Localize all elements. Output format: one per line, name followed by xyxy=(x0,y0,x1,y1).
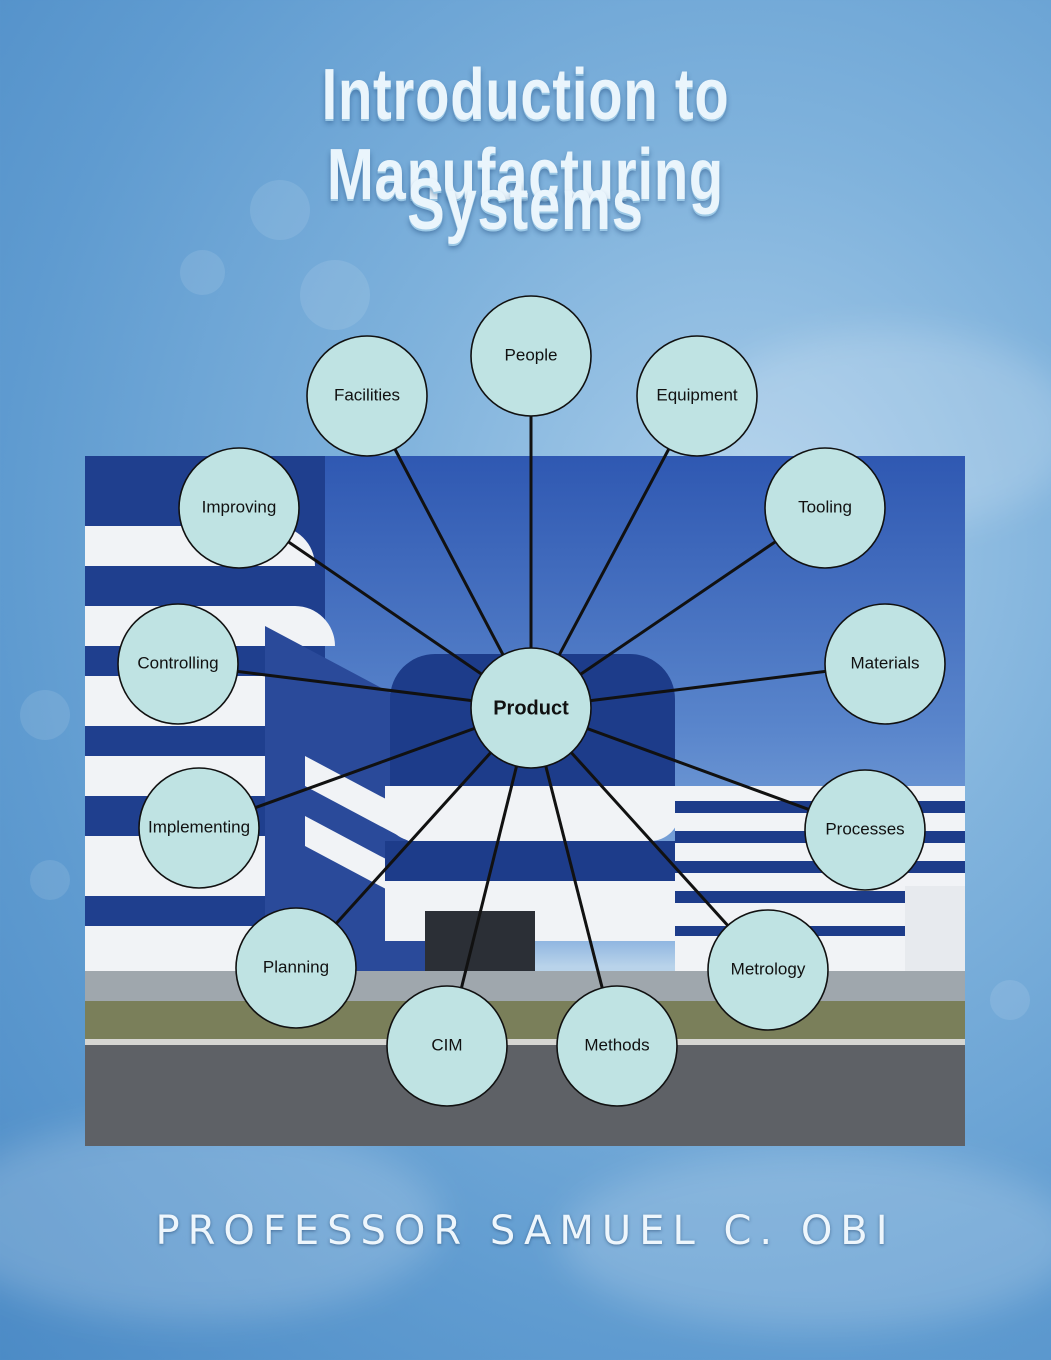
node-label: Processes xyxy=(825,819,904,838)
cover-title-line-2: Systems xyxy=(407,165,644,245)
hub-node: Product xyxy=(470,647,592,769)
node-tooling: Tooling xyxy=(764,447,886,569)
hub-label: Product xyxy=(493,697,569,719)
node-label: Implementing xyxy=(148,817,250,836)
node-label: Facilities xyxy=(334,385,400,404)
node-people: People xyxy=(470,295,592,417)
node-planning: Planning xyxy=(235,907,357,1029)
node-controlling: Controlling xyxy=(117,603,239,725)
node-methods: Methods xyxy=(556,985,678,1107)
node-facilities: Facilities xyxy=(306,335,428,457)
node-processes: Processes xyxy=(804,769,926,891)
node-materials: Materials xyxy=(824,603,946,725)
node-label: People xyxy=(505,345,558,364)
node-label: Equipment xyxy=(656,385,738,404)
node-label: Tooling xyxy=(798,497,852,516)
node-label: Controlling xyxy=(137,653,218,672)
cover-title-line-1: Introduction to Manufacturing xyxy=(321,55,730,215)
node-cim: CIM xyxy=(386,985,508,1107)
node-equipment: Equipment xyxy=(636,335,758,457)
node-label: Improving xyxy=(202,497,277,516)
node-label: CIM xyxy=(431,1035,462,1054)
node-label: Methods xyxy=(584,1035,649,1054)
author-name: PROFESSOR SAMUEL C. OBI xyxy=(155,1208,896,1254)
node-metrology: Metrology xyxy=(707,909,829,1031)
node-improving: Improving xyxy=(178,447,300,569)
node-label: Materials xyxy=(851,653,920,672)
node-label: Planning xyxy=(263,957,329,976)
node-label: Metrology xyxy=(731,959,806,978)
node-implementing: Implementing xyxy=(138,767,260,889)
